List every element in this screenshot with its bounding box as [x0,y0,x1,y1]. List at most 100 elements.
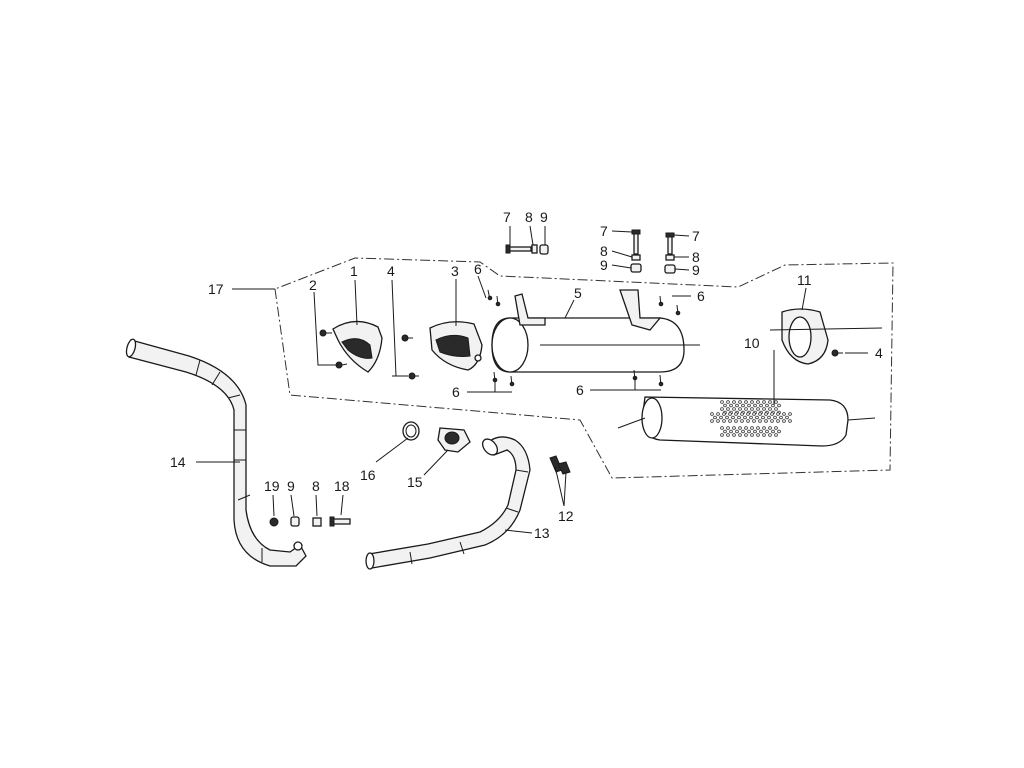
perforation-hole [744,407,748,411]
perforation-hole [731,415,735,420]
perforation-hole [753,429,757,434]
callout-10: 10 [744,335,760,351]
perforation-hole [713,415,717,420]
perforation-hole [726,407,730,411]
callout-9: 9 [692,262,700,278]
callout-labels: 17 1 2 4 3 6 5 6 6 6 10 11 4 7 8 9 7 8 9… [170,209,883,541]
perforation-hole [728,412,732,416]
callout-16: 16 [360,467,376,483]
part-5-muffler [491,289,700,373]
perforation-hole [782,412,786,416]
callout-4: 4 [387,263,395,279]
perforation-hole [764,412,768,416]
perforation-hole [738,433,742,437]
perforation-hole [758,412,762,416]
perforation-hole [728,419,732,423]
perforation-hole [749,415,753,420]
perforation-hole [747,403,751,408]
callout-4: 4 [875,345,883,361]
perforation-hole [750,433,754,437]
perforation-hole [726,426,730,430]
bolt-set-left [505,244,549,255]
perforation-hole [756,407,760,411]
perforation-hole [762,400,766,404]
callout-9: 9 [287,478,295,494]
part-4-screw-c [831,349,843,357]
callout-7: 7 [600,223,608,239]
part-19-nut [269,517,279,527]
perforation-hole [755,415,759,420]
perforation-hole [725,415,729,420]
part-13-header-pipe [365,436,531,570]
callout-15: 15 [407,474,423,490]
perforation-hole [770,419,774,423]
callout-5: 5 [574,285,582,301]
perforation-hole [723,429,727,434]
bolt-set-middle [630,229,642,273]
perforation-hole [744,400,748,404]
callout-6: 6 [474,261,482,277]
part-8-spacer [312,517,322,527]
perforation-hole [747,429,751,434]
perforation-hole [776,419,780,423]
callout-11: 11 [797,272,812,288]
part-3-end-cap [429,321,483,371]
perforation-hole [768,426,772,430]
perforation-hole [756,426,760,430]
perforation-hole [756,400,760,404]
part-18-bolt [329,516,351,527]
perforation-hole [732,407,736,411]
perforation-hole [782,419,786,423]
perforation-hole [761,415,765,420]
callout-17: 17 [208,281,224,297]
perforation-hole [752,419,756,423]
perforation-hole [774,400,778,404]
callout-19: 19 [264,478,280,494]
perforation-hole [744,426,748,430]
part-15-flange [437,427,471,453]
perforation-hole [732,433,736,437]
perforation-hole [743,415,747,420]
perforation-hole [710,412,714,416]
callout-7: 7 [692,228,700,244]
callout-18: 18 [334,478,350,494]
perforation-hole [720,433,724,437]
perforation-hole [732,426,736,430]
perforation-hole [768,433,772,437]
perforation-hole [750,426,754,430]
callout-7: 7 [503,209,511,225]
perforation-hole [777,403,781,408]
perforation-hole [759,403,763,408]
perforation-hole [753,403,757,408]
perforation-hole [774,433,778,437]
perforation-hole [785,415,789,420]
callout-1: 1 [350,263,358,279]
part-9-washer [290,516,300,527]
perforation-hole [741,429,745,434]
perforation-hole [768,400,772,404]
perforation-hole [735,429,739,434]
perforation-hole [737,415,741,420]
perforation-holes [710,400,792,437]
callout-13: 13 [534,525,550,541]
perforation-hole [734,412,738,416]
callout-9: 9 [540,209,548,225]
perforation-hole [779,415,783,420]
callout-8: 8 [525,209,533,225]
perforation-hole [716,412,720,416]
perforation-hole [756,433,760,437]
part-10-heat-shield [617,396,876,447]
perforation-hole [746,419,750,423]
perforation-hole [758,419,762,423]
perforation-hole [723,403,727,408]
perforation-hole [738,400,742,404]
callout-12: 12 [558,508,574,524]
perforation-hole [729,403,733,408]
perforation-hole [752,412,756,416]
perforation-hole [750,400,754,404]
perforation-hole [720,426,724,430]
bolt-set-right [664,232,676,274]
callout-14: 14 [170,454,186,470]
perforation-hole [738,426,742,430]
part-6-clips [487,289,681,387]
